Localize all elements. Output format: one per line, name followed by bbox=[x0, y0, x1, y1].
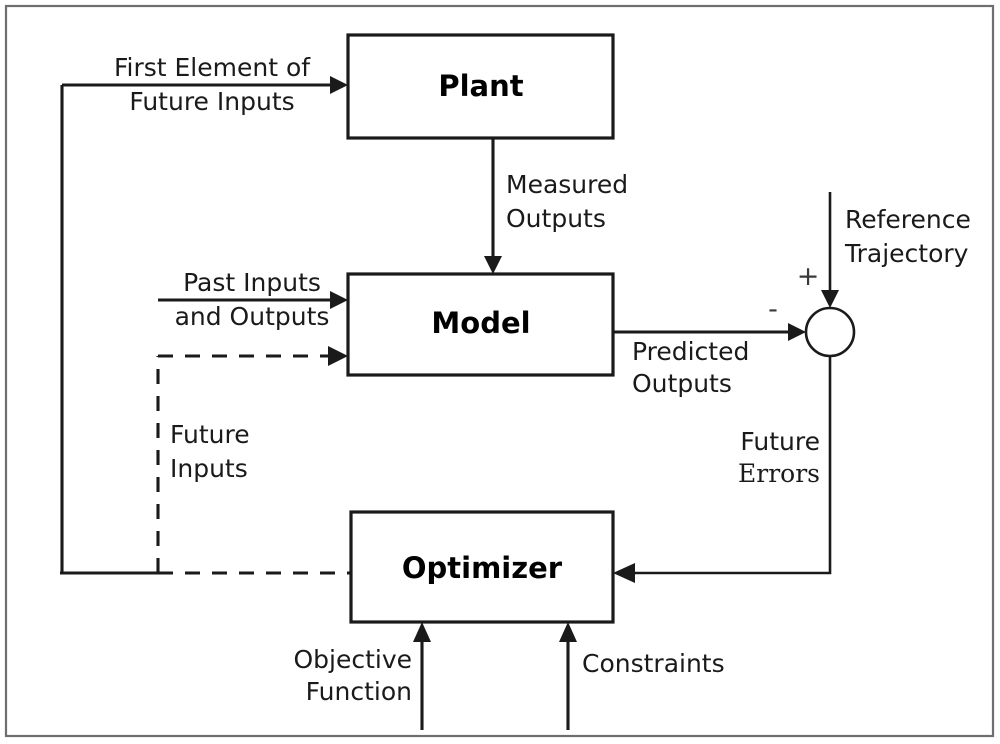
block-model-label: Model bbox=[431, 306, 530, 340]
label-past-line2: and Outputs bbox=[175, 302, 330, 331]
summing-junction[interactable] bbox=[804, 306, 856, 358]
label-objective-line2: Function bbox=[306, 677, 412, 706]
label-reference-line2: Trajectory bbox=[844, 239, 969, 268]
label-constraints: Constraints bbox=[582, 649, 725, 678]
label-future-inputs-line1: Future bbox=[170, 420, 250, 449]
label-objective-line1: Objective bbox=[293, 645, 412, 674]
arrowhead-to-plant bbox=[330, 76, 348, 94]
junction-plus-sign: + bbox=[797, 261, 820, 292]
arrowhead-future-inputs bbox=[328, 346, 348, 366]
arrowhead-to-junction-top bbox=[821, 290, 839, 308]
label-measured-line2: Outputs bbox=[506, 204, 606, 233]
block-optimizer-label: Optimizer bbox=[402, 551, 563, 585]
label-predicted-line2: Outputs bbox=[632, 369, 732, 398]
label-first-element-line1: First Element of bbox=[114, 53, 311, 82]
arrowhead-to-junction-left bbox=[788, 323, 806, 341]
block-plant[interactable] bbox=[346, 33, 615, 140]
label-future-errors-line1: Future bbox=[740, 427, 820, 456]
block-plant-label: Plant bbox=[438, 69, 523, 103]
label-measured-line1: Measured bbox=[506, 170, 628, 199]
block-model[interactable] bbox=[346, 272, 615, 377]
future-errors-path bbox=[625, 356, 832, 575]
label-future-inputs-line2: Inputs bbox=[170, 454, 248, 483]
label-predicted-line1: Predicted bbox=[632, 337, 749, 366]
block-optimizer[interactable] bbox=[349, 510, 615, 624]
label-reference-line1: Reference bbox=[845, 205, 971, 234]
arrowhead-past-inputs bbox=[330, 291, 348, 309]
arrowhead-to-optimizer-right bbox=[613, 563, 635, 583]
arrowhead-constraints bbox=[559, 622, 577, 642]
label-future-errors-line2: Errors bbox=[738, 459, 820, 488]
label-past-line1: Past Inputs bbox=[183, 268, 321, 297]
label-first-element-line2: Future Inputs bbox=[129, 87, 294, 116]
arrowhead-objective-function bbox=[413, 622, 431, 642]
junction-minus-sign: - bbox=[768, 294, 778, 325]
arrowhead-to-model-top bbox=[484, 256, 502, 274]
